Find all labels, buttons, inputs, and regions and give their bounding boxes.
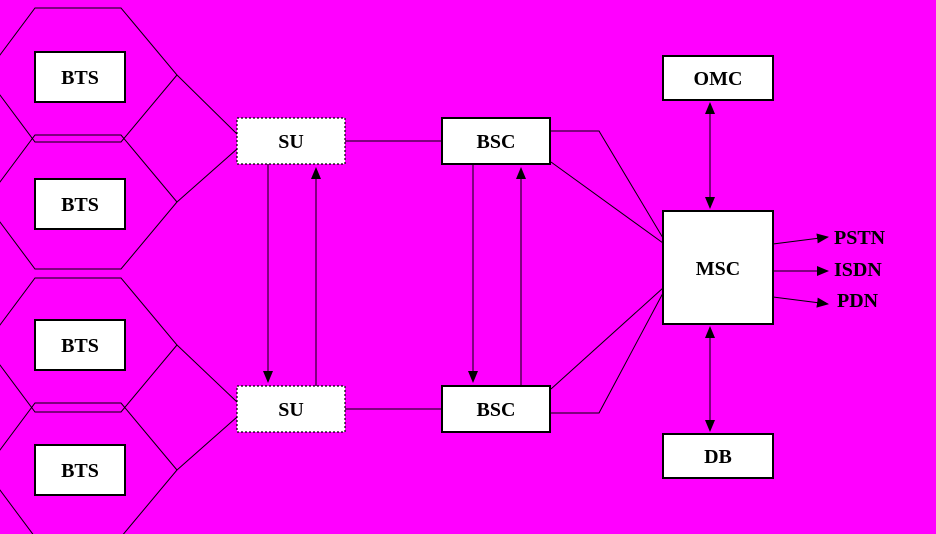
bts-box-4: [34, 444, 126, 496]
su-node-1: SU: [236, 117, 346, 165]
db-box: [662, 433, 774, 479]
bts-node-4: BTS: [34, 444, 126, 496]
omc-node: OMC: [662, 55, 774, 101]
msc-box: [662, 210, 774, 325]
bts-box-3: [34, 319, 126, 371]
bts-label-1: BTS: [61, 67, 99, 89]
cell-hexagon-4: [0, 402, 178, 534]
bts-node-1: BTS: [34, 51, 126, 103]
pdn-label: PDN: [837, 290, 879, 312]
bsc-node-2: BSC: [441, 385, 551, 433]
su-label-1: SU: [278, 131, 304, 153]
su-label-2: SU: [278, 399, 304, 421]
bts-node-3: BTS: [34, 319, 126, 371]
link-cell3-su2: [176, 344, 238, 403]
bts-label-2: BTS: [61, 194, 99, 216]
cell-hexagon-3: [0, 277, 178, 413]
link-bsc1-msc-a: [551, 130, 664, 239]
link-cell1-su1: [176, 74, 238, 135]
bsc-node-1: BSC: [441, 117, 551, 165]
bts-node-2: BTS: [34, 178, 126, 230]
pstn-label: PSTN: [834, 227, 886, 249]
bts-label-3: BTS: [61, 335, 99, 357]
omc-label: OMC: [694, 68, 743, 90]
bts-label-4: BTS: [61, 460, 99, 482]
link-bsc1-msc-b: [550, 161, 664, 244]
bts-box-2: [34, 178, 126, 230]
arrow-msc-pdn: [772, 296, 829, 308]
isdn-label: ISDN: [834, 259, 882, 281]
bsc-label-2: BSC: [477, 399, 516, 421]
bts-box-1: [34, 51, 126, 103]
db-node: DB: [662, 433, 774, 479]
msc-label: MSC: [696, 258, 740, 280]
cell-hexagon-2: [0, 134, 178, 270]
bsc-box-2: [441, 385, 551, 433]
su-node-2: SU: [236, 385, 346, 433]
link-bsc2-msc-a: [550, 287, 664, 390]
db-label: DB: [704, 446, 732, 468]
link-cell2-su1: [176, 148, 238, 203]
omc-box: [662, 55, 774, 101]
link-cell4-su2: [176, 416, 238, 471]
su-box-1: [236, 117, 346, 165]
bsc-label-1: BSC: [477, 131, 516, 153]
link-bsc2-msc-b: [551, 292, 664, 414]
arrow-msc-pstn: [772, 233, 829, 245]
su-box-2: [236, 385, 346, 433]
cell-hexagon-1: [0, 7, 178, 143]
msc-node: MSC: [662, 210, 774, 325]
bsc-box-1: [441, 117, 551, 165]
